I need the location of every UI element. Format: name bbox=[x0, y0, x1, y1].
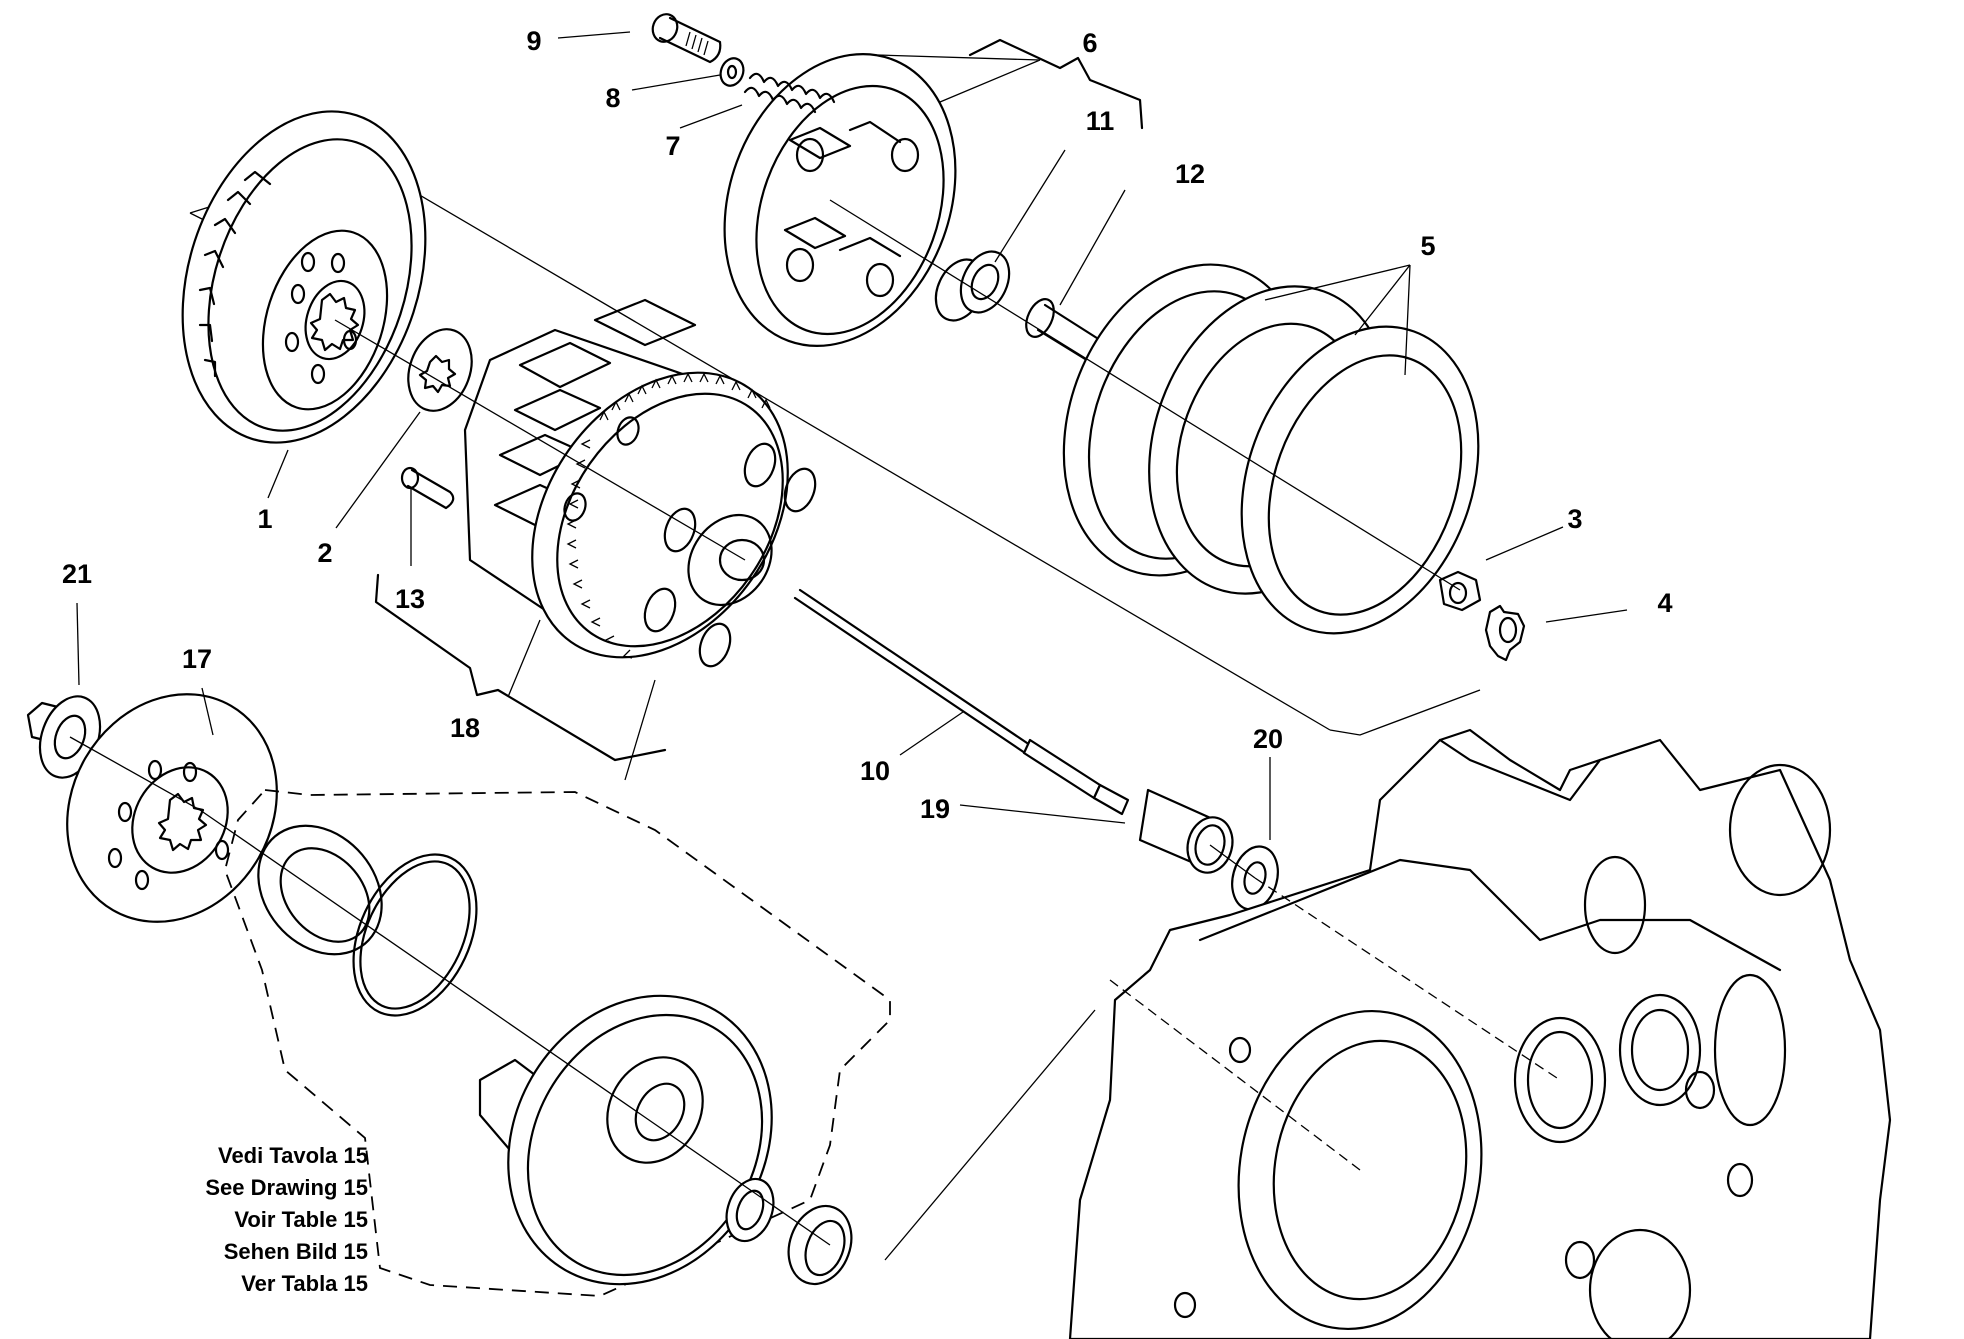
part-lock-washer bbox=[1484, 604, 1526, 662]
reference-note-es: Ver Tabla 15 bbox=[241, 1271, 368, 1296]
part-clutch-basket bbox=[463, 298, 817, 668]
callout-18: 18 bbox=[450, 713, 480, 743]
callout-6: 6 bbox=[1082, 28, 1097, 58]
callout-2: 2 bbox=[317, 538, 332, 568]
bracket-18 bbox=[374, 573, 667, 762]
leader-lines bbox=[76, 31, 1628, 840]
callout-3: 3 bbox=[1567, 504, 1582, 534]
part-clutch-housing bbox=[181, 110, 427, 444]
reference-note-fr: Voir Table 15 bbox=[234, 1207, 368, 1232]
callout-7: 7 bbox=[665, 131, 680, 161]
callout-9: 9 bbox=[526, 26, 541, 56]
part-nut bbox=[1438, 570, 1482, 612]
part-splined-washer bbox=[407, 328, 473, 412]
callout-8: 8 bbox=[605, 83, 620, 113]
part-crankcase bbox=[1068, 728, 1892, 1339]
part-bushing bbox=[1138, 788, 1234, 874]
reference-note-de: Sehen Bild 15 bbox=[223, 1239, 368, 1264]
part-pressure-plate bbox=[723, 53, 957, 347]
callout-11: 11 bbox=[1086, 106, 1115, 136]
callout-13: 13 bbox=[395, 584, 425, 614]
part-clutch-plates bbox=[1062, 263, 1480, 635]
callout-labels: 1 2 3 4 5 6 7 8 9 10 11 12 13 17 18 19 2… bbox=[62, 26, 1673, 824]
callout-10: 10 bbox=[860, 756, 890, 786]
part-bearing bbox=[934, 250, 1011, 322]
bracket-6 bbox=[968, 38, 1144, 130]
reference-note-en: See Drawing 15 bbox=[205, 1175, 368, 1200]
reference-note: Vedi Tavola 15 See Drawing 15 Voir Table… bbox=[205, 1140, 368, 1300]
part-spring bbox=[743, 72, 836, 114]
part-gear-hub bbox=[66, 693, 278, 923]
callout-19: 19 bbox=[920, 794, 950, 824]
callout-21: 21 bbox=[62, 559, 92, 589]
part-push-rod bbox=[793, 588, 1130, 816]
callout-5: 5 bbox=[1420, 231, 1435, 261]
assembly-centerlines bbox=[69, 199, 1561, 1261]
reference-note-it: Vedi Tavola 15 bbox=[217, 1143, 368, 1168]
part-pin bbox=[400, 466, 455, 510]
part-washer-small bbox=[719, 57, 745, 87]
callout-17: 17 bbox=[182, 644, 212, 674]
part-bolt bbox=[651, 13, 722, 64]
callout-20: 20 bbox=[1253, 724, 1283, 754]
callout-1: 1 bbox=[257, 504, 272, 534]
callout-12: 12 bbox=[1175, 159, 1205, 189]
callout-4: 4 bbox=[1657, 588, 1672, 618]
